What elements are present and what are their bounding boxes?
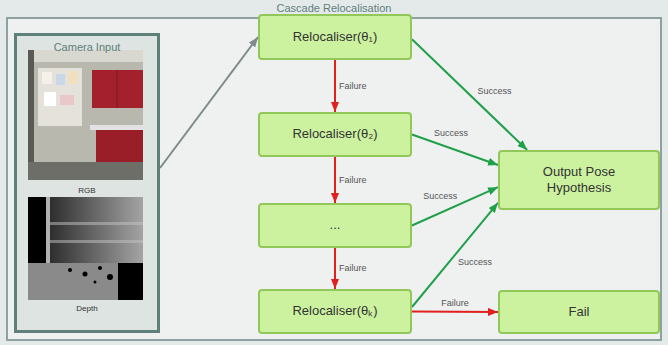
fail-box: Fail [498,290,660,334]
connector-arrow [412,135,498,166]
upper-cabinet [92,70,143,108]
camera-panel-fill [14,33,160,333]
edge-label: Success [433,128,469,139]
cabinet-seam [117,70,118,108]
paper [56,74,65,85]
depth-hole [83,272,88,277]
connector-arrow [412,203,498,307]
countertop [90,125,143,130]
depth-band [50,240,143,243]
box-label: Relocaliser(θₖ) [292,303,377,319]
connector-arrow [160,37,258,168]
box-label: ... [330,217,341,233]
depth-floor [28,263,118,300]
edge-label: Success [457,257,493,268]
process-box: Relocaliser(θₖ) [258,289,412,334]
panel-heading: Camera Input [17,41,157,53]
edge-label: Failure [338,263,368,274]
depth-wall [50,197,143,263]
depth-ground [28,197,143,300]
depth-hole [94,281,97,284]
image-caption: Depth [17,304,157,313]
edge-label: Success [477,86,513,97]
door-frame [28,50,34,180]
edge-label: Failure [440,298,470,309]
depth-hole [107,274,113,280]
connector-arrow [412,39,527,150]
box-label: Output Pose Hypothesis [519,164,639,197]
lower-cabinet [96,130,143,164]
connector-arrow [334,157,336,203]
edge-label: Success [422,191,458,202]
edge-label: Failure [338,81,368,92]
inner-panel [7,18,661,340]
paper [42,72,52,84]
camera-panel: Camera InputRGB Depth [14,33,160,333]
depth-hole [98,266,102,270]
paper [44,92,56,106]
box-label: Relocaliser(θ₂) [292,126,377,142]
depth-band [50,222,143,225]
edge-label: Failure [338,175,368,186]
connector-arrow [334,60,336,112]
floor [28,162,143,180]
box-label: Relocaliser(θ₁) [293,29,378,45]
box-label: Fail [569,304,590,320]
notice-board [38,68,82,126]
connector-arrow [334,248,336,289]
depth-edge [46,197,50,263]
diagram-title: Cascade Relocalisation [0,2,668,14]
paper [60,95,74,105]
connector-arrow [412,311,498,314]
process-box: ... [258,203,412,248]
process-box: Relocaliser(θ₂) [258,112,412,157]
process-box: Relocaliser(θ₁) [258,14,412,60]
rgb-image [28,50,143,180]
output-box: Output Pose Hypothesis [498,150,660,210]
image-caption: RGB [17,186,157,195]
depth-image [28,197,143,300]
wall [28,50,143,180]
paper [68,71,78,84]
depth-hole [68,268,72,272]
